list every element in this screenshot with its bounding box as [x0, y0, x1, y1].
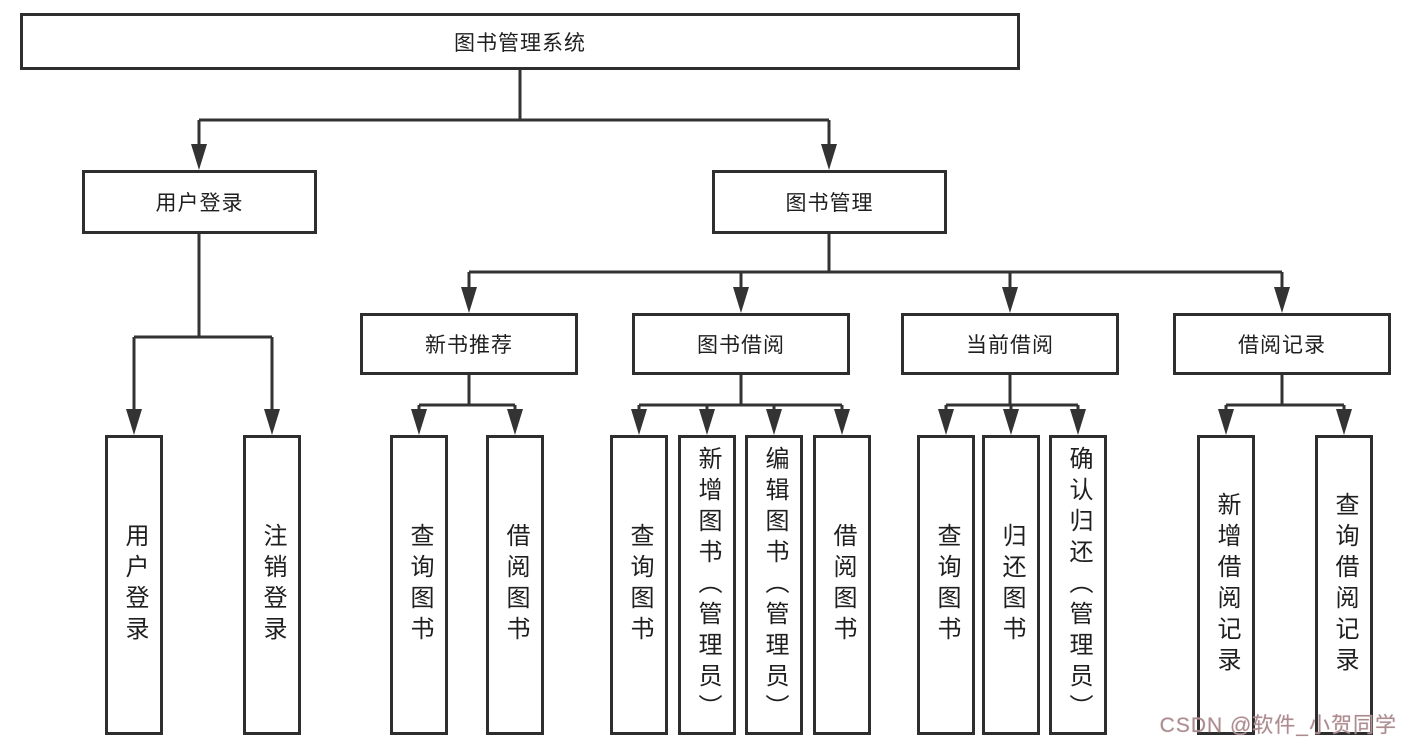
leaf-query-borrow-record: 查询借阅记录 — [1315, 435, 1373, 735]
node-book-management: 图书管理 — [712, 170, 947, 234]
leaf-add-book-admin: 新增图书（管理员） — [678, 435, 736, 735]
node-user-login: 用户登录 — [82, 170, 317, 234]
leaf-logout: 注销登录 — [243, 435, 301, 735]
arrowhead-icons — [126, 144, 1352, 435]
leaf-user-login: 用户登录 — [105, 435, 163, 735]
node-new-book-recommend: 新书推荐 — [360, 313, 578, 375]
leaf-add-borrow-record: 新增借阅记录 — [1197, 435, 1255, 735]
node-book-borrow: 图书借阅 — [632, 313, 850, 375]
leaf-borrow-books-recommend: 借阅图书 — [486, 435, 544, 735]
node-current-borrow: 当前借阅 — [901, 313, 1119, 375]
leaf-query-books-current: 查询图书 — [917, 435, 975, 735]
leaf-edit-book-admin: 编辑图书（管理员） — [745, 435, 803, 735]
csdn-watermark: CSDN @软件_小贺同学 — [1159, 714, 1397, 737]
node-library-system: 图书管理系统 — [20, 13, 1020, 70]
leaf-query-books-borrow: 查询图书 — [610, 435, 668, 735]
leaf-query-books-recommend: 查询图书 — [390, 435, 448, 735]
leaf-confirm-return-admin: 确认归还（管理员） — [1049, 435, 1107, 735]
leaf-borrow-books: 借阅图书 — [813, 435, 871, 735]
node-borrow-records: 借阅记录 — [1173, 313, 1391, 375]
leaf-return-book: 归还图书 — [982, 435, 1040, 735]
